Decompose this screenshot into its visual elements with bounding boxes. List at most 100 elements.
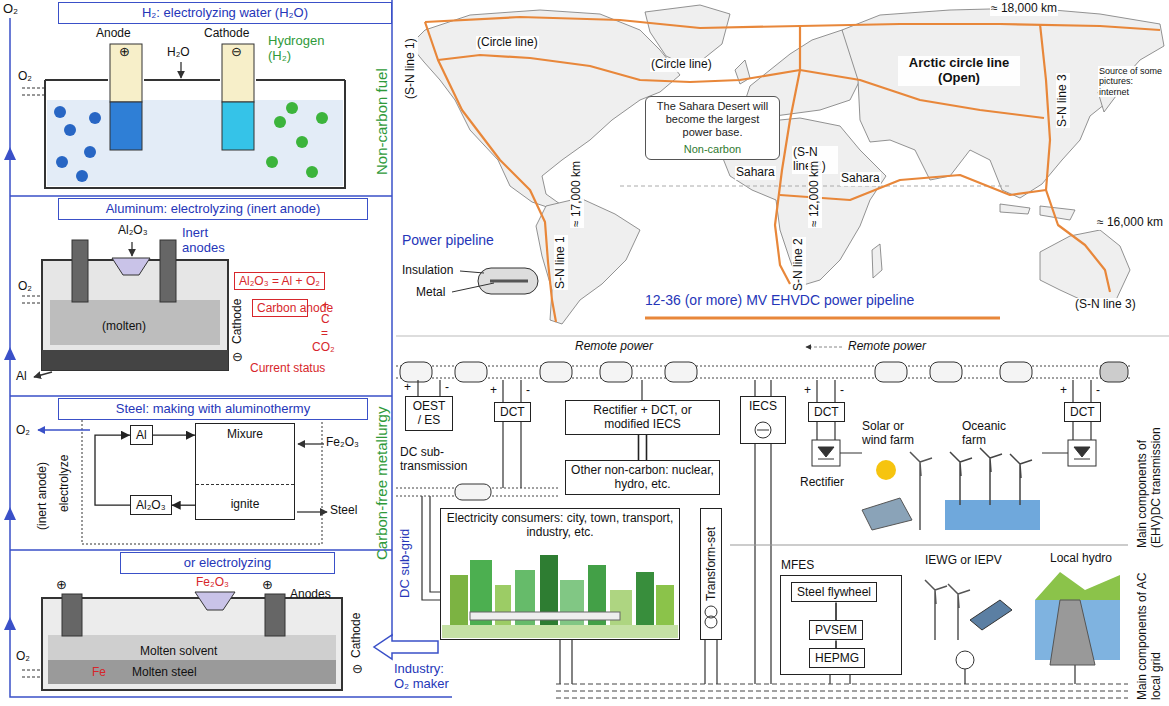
water-electrolyzer	[89, 112, 101, 124]
material-box: Al₂O₃	[130, 495, 172, 515]
rectifier-symbol	[818, 447, 834, 459]
wiring	[840, 452, 1068, 453]
text-label: Power pipeline	[402, 232, 494, 248]
aluminothermy-frame	[38, 418, 327, 544]
water-electrolyzer	[266, 156, 278, 168]
aluminum-cell	[22, 240, 228, 377]
wind-solar-generator	[970, 600, 1012, 630]
text-label: ⊖	[352, 662, 363, 677]
vertical-label: (inert anode)	[36, 462, 50, 530]
wiring	[560, 640, 717, 684]
vertical-label: S-N line 2	[792, 237, 806, 292]
vertical-label: Cathode	[231, 299, 245, 344]
wiring	[418, 380, 1091, 684]
text-label: Fe₂O₃	[326, 436, 359, 450]
aluminum-cell	[112, 258, 150, 275]
wind-solar-generator	[925, 580, 1012, 669]
node-text: Transform-set	[704, 526, 718, 600]
text-label: H₂O	[167, 46, 190, 60]
city-illustration	[610, 590, 632, 630]
component-box: Rectifier + DCT, or modified IECS	[565, 400, 720, 435]
vertical-label: S-N line 3	[1056, 73, 1070, 128]
steel-cell	[22, 670, 42, 677]
world-map	[1040, 230, 1130, 302]
oxygen-frame	[10, 0, 452, 697]
text-label: Steel	[330, 504, 357, 518]
vertical-label: S-N line 1	[554, 235, 568, 290]
node-text: Al	[136, 428, 147, 442]
city-illustration	[495, 585, 511, 630]
text-label: -	[445, 381, 449, 395]
node-text: Al₂O₃ = Al + O₂	[239, 274, 320, 288]
water-electrolyzer	[296, 136, 308, 148]
water-electrolyzer	[110, 44, 142, 102]
text-label: Cathode	[204, 27, 249, 41]
water-electrolyzer	[76, 170, 88, 182]
water-electrolyzer	[274, 116, 286, 128]
solar-wind-farm	[862, 452, 932, 530]
wind-solar-generator	[925, 580, 970, 640]
vertical-label: DC sub-grid	[398, 529, 413, 598]
map-label: Arctic circle line (Open)	[898, 56, 1020, 86]
hydro-dam	[1035, 572, 1120, 600]
link-line	[835, 640, 837, 648]
vertical-label: Main components of AC local grid	[1136, 570, 1164, 700]
text-label: Local hydro	[1050, 552, 1112, 566]
vertical-label: ≈ 17,000 km	[570, 160, 584, 228]
remote-power-bus	[1100, 362, 1128, 382]
wiring	[641, 380, 642, 400]
city-illustration	[470, 612, 620, 620]
text-label: Solar or wind farm	[862, 420, 924, 448]
node-text: HEPMG	[815, 651, 859, 665]
up-arrowhead	[4, 347, 16, 360]
text-label: (molten)	[102, 320, 146, 334]
dc-sub-bus	[396, 484, 560, 500]
remote-power-bus	[600, 362, 632, 382]
city-illustration	[450, 575, 468, 630]
text-label: Remote power	[575, 340, 653, 354]
text-label: CO₂	[312, 341, 335, 355]
text-label: C	[321, 313, 330, 327]
consumer-box: Electricity consumers: city, town, trans…	[440, 508, 680, 640]
solar-wind-farm	[876, 460, 896, 480]
vertical-label: Main components of (EHV)DC transmission	[1136, 398, 1164, 548]
aluminum-cell	[42, 260, 228, 370]
up-arrowhead	[4, 507, 16, 520]
map-label: Sahara	[840, 172, 881, 186]
component-box: PVSEM	[809, 620, 863, 640]
text-label: Oceanic farm	[962, 420, 1018, 448]
section-divider	[396, 336, 1169, 337]
component-box: IECS	[740, 396, 786, 444]
text-label: Molten steel	[132, 666, 197, 680]
map-label: Sahara	[735, 166, 776, 180]
industry-arrow	[374, 635, 438, 659]
text-label: ⊕	[119, 45, 130, 60]
node-text: Carbon anode	[257, 301, 303, 315]
water-electrolyzer	[84, 146, 96, 158]
text-label: DC sub-transmission	[400, 446, 478, 474]
map-label: ≈ 18,000 km	[990, 2, 1058, 16]
node-text: OEST / ES	[411, 399, 447, 428]
city-illustration	[636, 572, 654, 630]
aluminothermy-frame	[82, 418, 322, 544]
text-label: Current status	[250, 362, 325, 376]
transformer-symbol	[705, 616, 717, 628]
wiring	[503, 380, 521, 488]
city-illustration	[515, 570, 535, 630]
map-label: (Circle line)	[476, 36, 539, 50]
component-box: Steel flywheel	[791, 582, 877, 602]
callout-box: The Sahara Desert will become the larges…	[645, 96, 780, 160]
vertical-label: Carbon-free metallurgy	[373, 407, 390, 560]
vertical-label: electrolyze	[58, 455, 72, 512]
city-illustration	[656, 585, 674, 630]
power-pipeline-route	[645, 317, 1000, 320]
aluminothermy-frame	[38, 429, 90, 430]
hydro-dam	[1050, 600, 1095, 665]
node-text: Aluminum: electrolyzing (inert anode)	[63, 201, 363, 217]
oceanic-farm	[950, 448, 1032, 505]
water-electrolyzer	[316, 112, 328, 124]
node-text: or electrolyzing	[125, 555, 330, 571]
power-pipeline-route	[425, 17, 1160, 30]
remote-power-bus	[930, 362, 962, 382]
